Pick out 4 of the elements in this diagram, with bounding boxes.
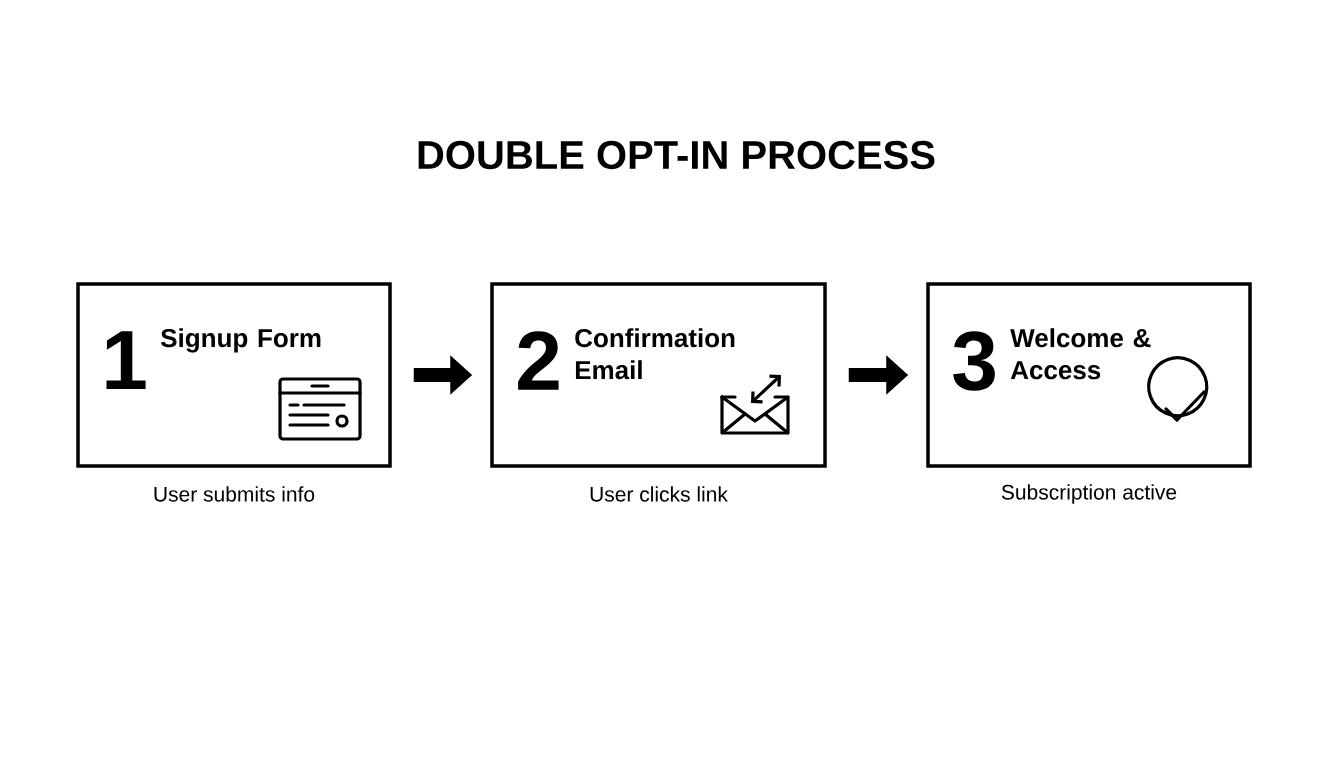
- step-caption: User clicks link: [590, 486, 728, 502]
- step-caption: User submits info: [154, 486, 315, 502]
- title: DOUBLE OPT-IN PROCESS: [418, 140, 935, 170]
- step-caption: Subscription active: [1001, 484, 1177, 504]
